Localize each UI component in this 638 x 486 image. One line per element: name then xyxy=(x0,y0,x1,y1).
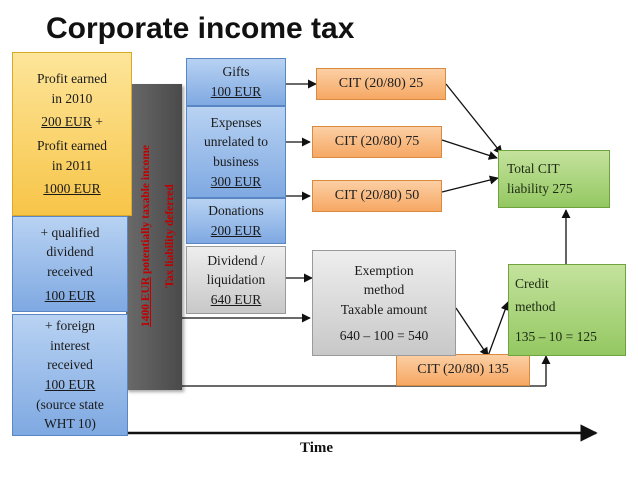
expenses-line-2: unrelated to xyxy=(203,134,269,150)
interest-source-state: (source state xyxy=(36,396,104,412)
profit-2010-label: Profit earned xyxy=(36,71,108,87)
arrow-cit-b-to-total xyxy=(441,139,498,160)
interest-box: + foreign interest received 100 EUR (sou… xyxy=(12,314,128,436)
donations-amount: 200 EUR xyxy=(210,223,262,238)
credit-calculation: 135 – 10 = 125 xyxy=(515,328,597,344)
donations-label: Donations xyxy=(208,203,264,219)
arrow-exemption-to-cit-d xyxy=(455,307,489,357)
potential-income-amount: 1400 EUR xyxy=(140,276,152,328)
credit-label: Credit xyxy=(515,275,549,291)
dividend-line-1: + qualified xyxy=(40,224,100,240)
potential-income-bar xyxy=(126,84,182,390)
cit-box-25: CIT (20/80) 25 xyxy=(316,68,446,100)
interest-wht: WHT 10) xyxy=(44,416,96,432)
profit-box: Profit earned in 2010 200 EUR + Profit e… xyxy=(12,52,132,216)
credit-method-label: method xyxy=(515,299,556,315)
profit-2011-label: Profit earned xyxy=(36,138,108,153)
profit-2011-amount: 1000 EUR xyxy=(43,181,101,197)
arrow-cit-d-to-credit xyxy=(487,301,510,357)
expenses-line-1: Expenses xyxy=(210,114,262,130)
cit-box-50: CIT (20/80) 50 xyxy=(312,180,442,212)
interest-line-3: received xyxy=(47,357,93,373)
arrow-cit-a-to-total xyxy=(445,83,503,155)
potential-income-label: 1400 EUR potentially taxable income xyxy=(140,145,152,327)
total-cit-box: Total CIT liability 275 xyxy=(498,150,610,208)
exemption-method-box: Exemption method Taxable amount 640 – 10… xyxy=(312,250,456,356)
page-title: Corporate income tax xyxy=(46,12,355,45)
cit-box-135: CIT (20/80) 135 xyxy=(396,354,530,386)
dividend-amount: 100 EUR xyxy=(44,287,96,303)
expenses-box: Expenses unrelated to business 300 EUR xyxy=(186,106,286,198)
potential-income-text: potentially taxable income xyxy=(140,144,152,277)
liquidation-line-1: Dividend / xyxy=(207,252,265,268)
arrow-cit-c-to-total xyxy=(441,175,499,193)
exemption-taxable-label: Taxable amount xyxy=(340,302,428,317)
total-cit-amount: liability 275 xyxy=(507,181,573,196)
donations-box: Donations 200 EUR xyxy=(186,198,286,244)
cit-box-75: CIT (20/80) 75 xyxy=(312,126,442,158)
gifts-label: Gifts xyxy=(222,64,250,80)
liquidation-box: Dividend / liquidation 640 EUR xyxy=(186,246,286,314)
expenses-line-3: business xyxy=(213,154,259,169)
interest-line-2: interest xyxy=(50,337,90,353)
exemption-label: Exemption xyxy=(354,262,414,278)
liquidation-amount: 640 EUR xyxy=(210,291,262,307)
profit-2010-amount-line: 200 EUR + xyxy=(41,112,103,132)
expenses-amount: 300 EUR xyxy=(210,173,262,189)
dividend-box: + qualified dividend received 100 EUR xyxy=(12,216,128,312)
dividend-line-3: received xyxy=(47,264,93,279)
liquidation-line-2: liquidation xyxy=(206,272,266,288)
total-cit-label: Total CIT xyxy=(507,161,560,177)
profit-2010-amount: 200 EUR xyxy=(41,114,92,130)
exemption-method-label: method xyxy=(363,282,405,298)
time-axis-label: Time xyxy=(300,440,334,456)
interest-line-1: + foreign xyxy=(45,318,95,334)
exemption-calculation: 640 – 100 = 540 xyxy=(339,327,429,343)
profit-plus: + xyxy=(91,114,103,130)
profit-2011-year: in 2011 xyxy=(51,157,93,173)
profit-2010-year: in 2010 xyxy=(51,90,93,106)
credit-method-box: Credit method 135 – 10 = 125 xyxy=(508,264,626,356)
dividend-line-2: dividend xyxy=(46,244,94,260)
gifts-amount: 100 EUR xyxy=(210,84,262,99)
tax-deferred-label: Tax liability deferred xyxy=(164,184,176,288)
gifts-box: Gifts 100 EUR xyxy=(186,58,286,106)
interest-amount: 100 EUR xyxy=(44,377,96,392)
